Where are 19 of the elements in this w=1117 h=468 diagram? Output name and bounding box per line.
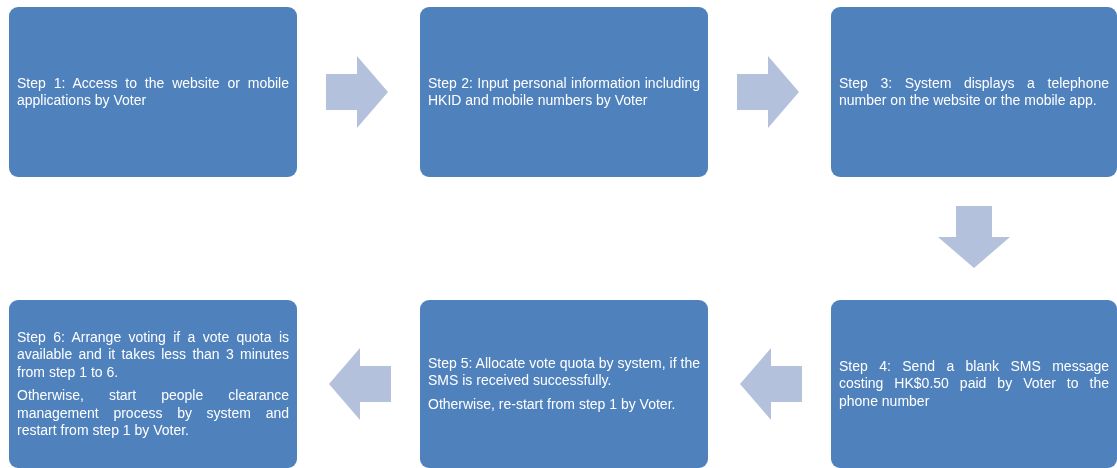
- process-box: [420, 300, 708, 468]
- process-box: [9, 300, 297, 468]
- step-text: Step 3: System displays a telephone number on the website or the mobile app.: [839, 74, 1109, 110]
- process-box: [420, 7, 708, 177]
- process-box: [831, 300, 1117, 468]
- step-text: Otherwise, start people clearance management process by system and restart from step 1 by Voter.: [17, 387, 289, 440]
- step-text: Step 4: Send a blank SMS message costing HK$0.50 paid by Voter to the phone number: [839, 357, 1109, 411]
- block-arrow: [737, 56, 799, 128]
- step-text: Step 2: Input personal information including HKID and mobile numbers by Voter: [428, 74, 700, 110]
- process-box: [831, 7, 1117, 177]
- process-box: [9, 7, 297, 177]
- step-text: Step 6: Arrange voting if a vote quota is available and it takes less than 3 minutes from step 1 to 6.: [17, 328, 289, 381]
- step-text: Step 1: Access to the website or mobile applications by Voter: [17, 74, 289, 110]
- step-text: Otherwise, re-start from step 1 by Voter.: [428, 395, 677, 414]
- block-arrow: [740, 348, 802, 420]
- block-arrow: [326, 56, 388, 128]
- block-arrow: [938, 206, 1010, 268]
- block-arrow: [329, 348, 391, 420]
- step-text: Step 5: Allocate vote quota by system, if the SMS is received successfully.: [428, 354, 700, 390]
